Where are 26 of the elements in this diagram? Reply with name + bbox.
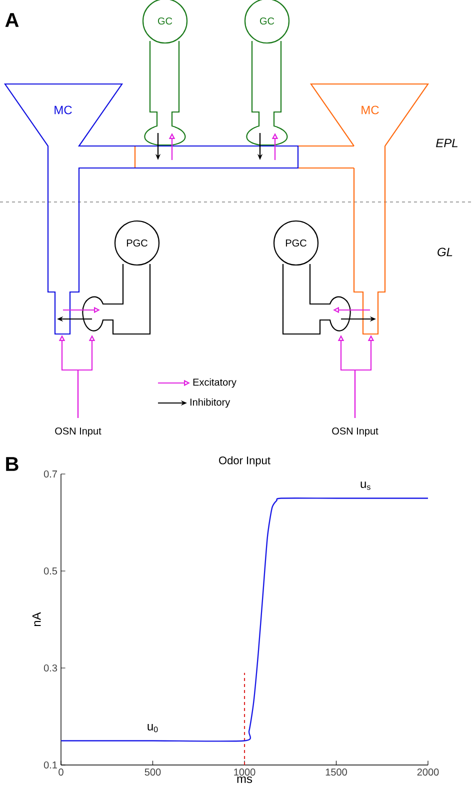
- periglomerular-cell: PGC: [273, 220, 351, 335]
- input-label: OSN Input: [55, 427, 102, 437]
- input-label: OSN Input: [332, 427, 378, 437]
- granule-cell: GC: [244, 0, 290, 146]
- y-tick-label: 0.3: [44, 664, 58, 672]
- annotation: u$_{s}$: [360, 482, 370, 490]
- y-tick-label: 0.5: [44, 567, 58, 575]
- x-tick-label: 1000: [234, 768, 256, 776]
- y-tick-label: 0.7: [44, 470, 57, 478]
- x-tick-label: 1500: [326, 768, 347, 776]
- x-tick-label: 500: [144, 768, 161, 776]
- chart-title: Odor Input: [219, 456, 270, 466]
- x-axis-title: ms: [237, 776, 252, 784]
- y-tick-label: 0.1: [44, 761, 57, 769]
- line-series: [61, 498, 428, 742]
- periglomerular-cell: PGC: [82, 220, 160, 335]
- x-tick-label: 2000: [417, 768, 439, 776]
- panel-letter: A: [5, 13, 19, 27]
- mitral-cell: MC: [310, 83, 430, 335]
- panel-letter: B: [6, 457, 18, 471]
- granule-cell: GC: [142, 0, 188, 146]
- y-axis-title: nA: [32, 612, 41, 626]
- legend-item: Inhibitory: [158, 398, 230, 408]
- x-tick-label: 0: [58, 768, 64, 776]
- annotation: u$_{0}$: [148, 724, 158, 732]
- legend-item: Excitatory: [158, 378, 236, 388]
